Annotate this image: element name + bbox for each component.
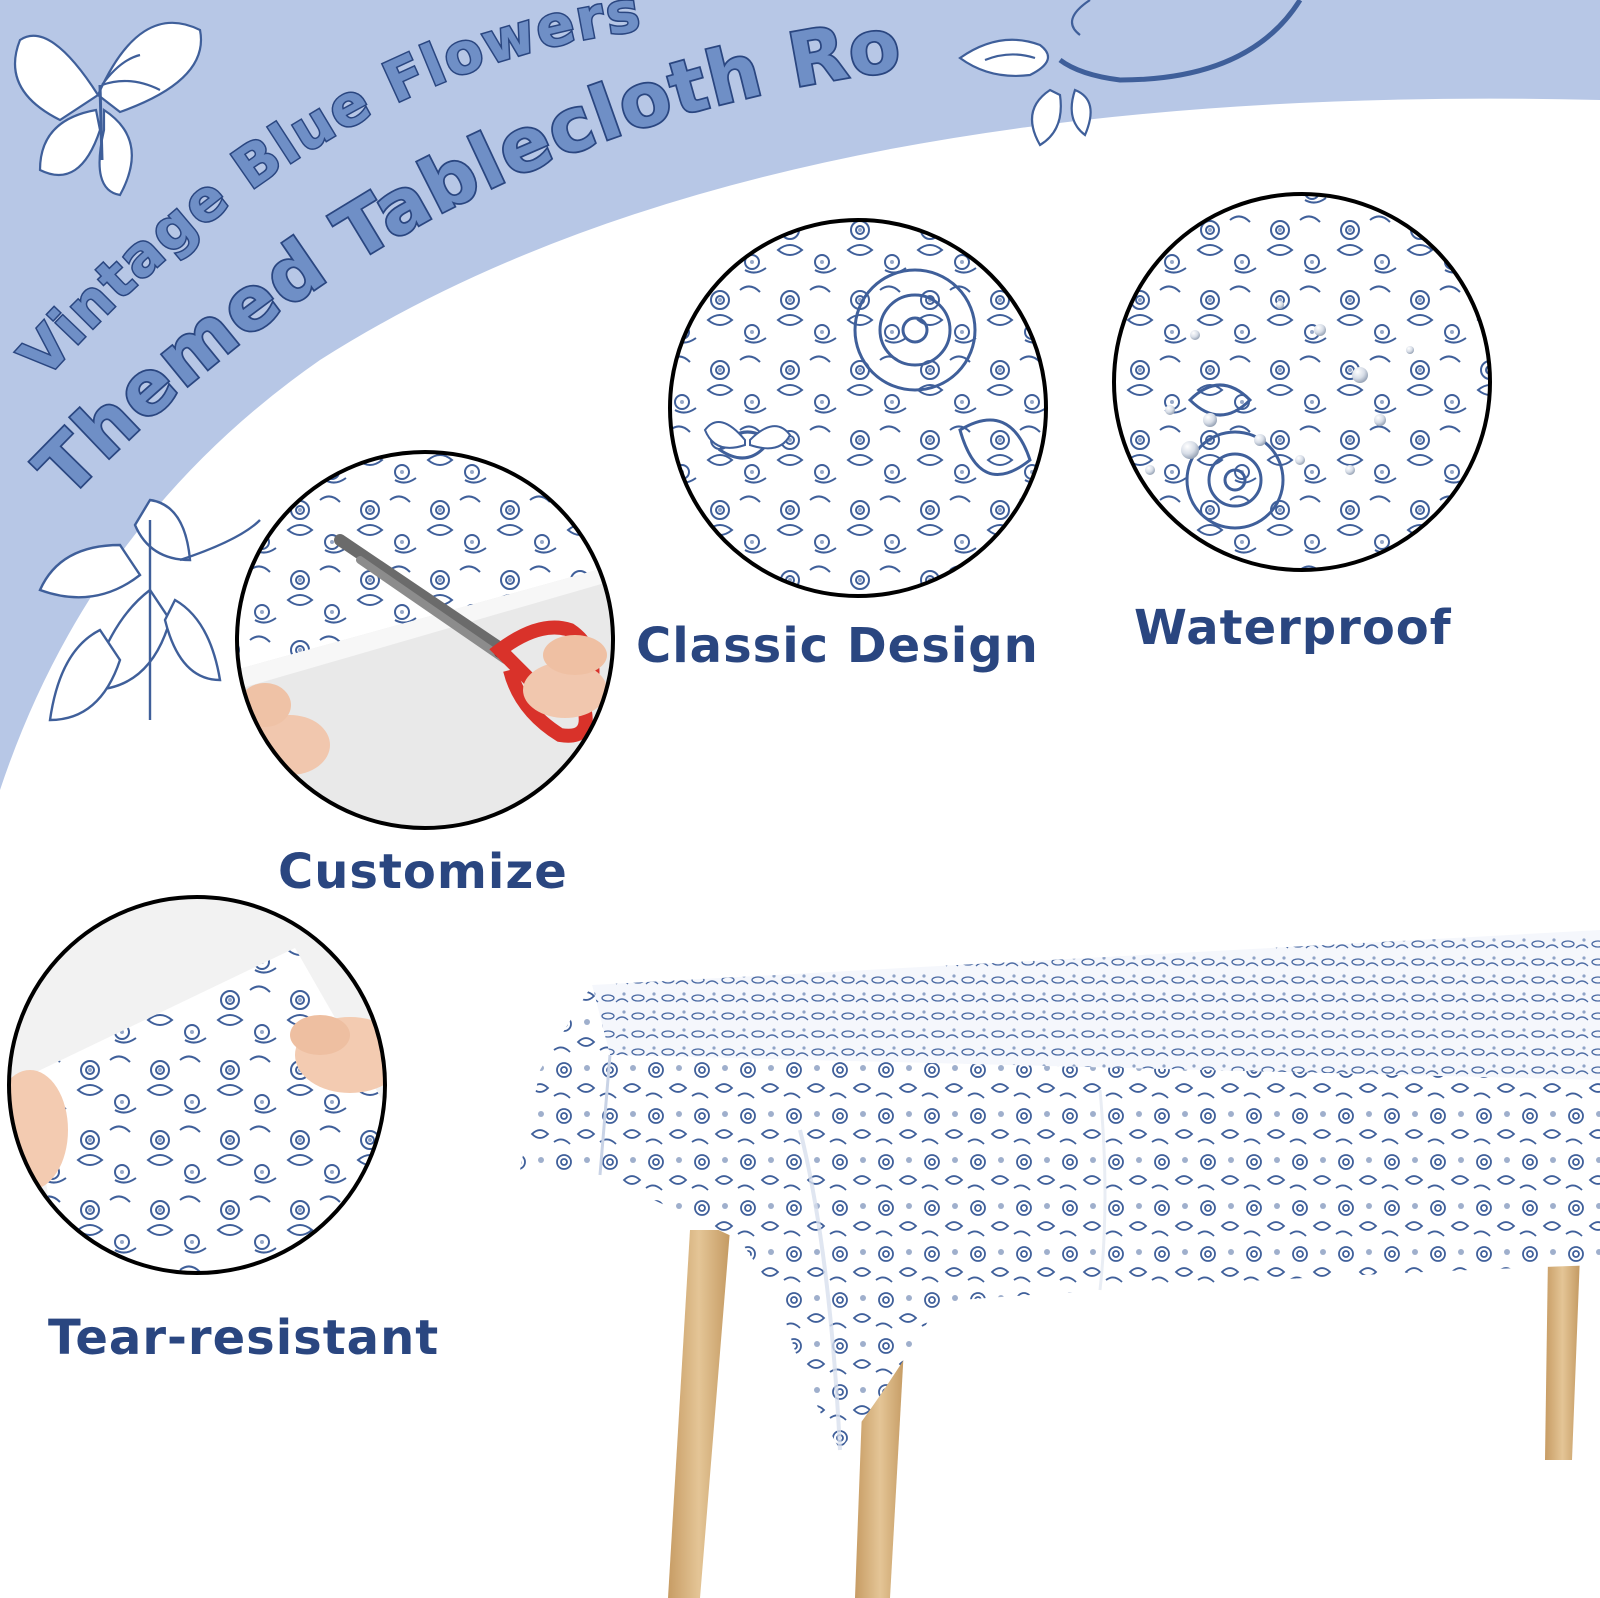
tear-resistant-label: Tear-resistant [48, 1310, 440, 1366]
butterfly-illustration [13, 21, 203, 197]
leaf-illustration [38, 498, 261, 722]
tear-resistant-circle [7, 895, 387, 1275]
rosebud-illustration [958, 0, 1303, 147]
table-illustration [520, 930, 1600, 1598]
waterproof-circle [1112, 192, 1492, 572]
customize-circle [235, 450, 615, 830]
banner-background [0, 0, 1600, 790]
waterproof-label: Waterproof [1134, 600, 1452, 656]
water-droplets [1145, 301, 1414, 475]
customize-label: Customize [278, 844, 568, 900]
classic-design-circle [668, 218, 1048, 598]
classic-design-label: Classic Design [636, 618, 1039, 674]
